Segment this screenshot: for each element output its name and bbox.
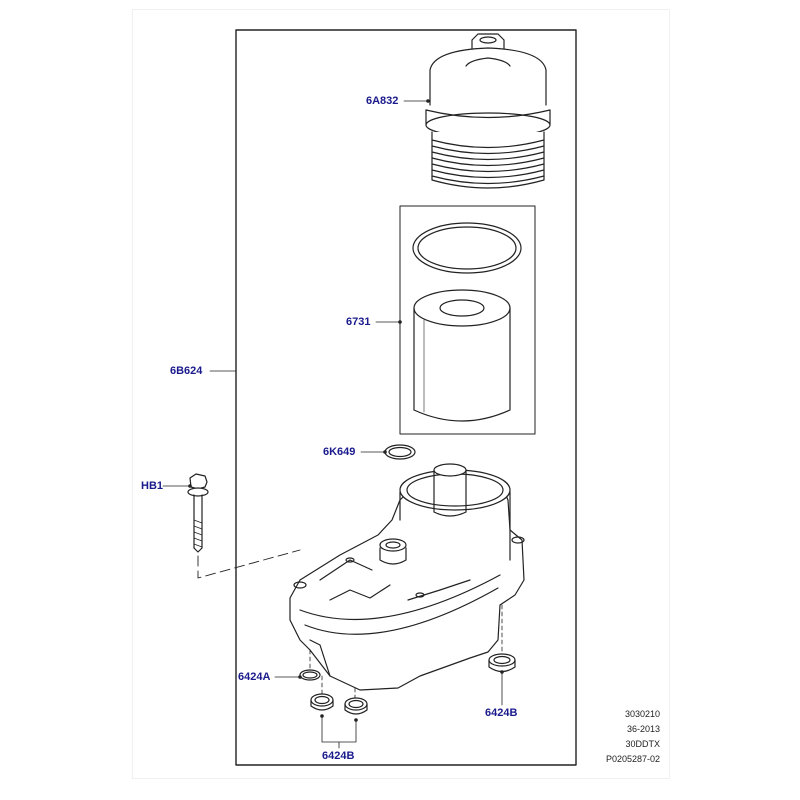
housing-standpipe — [433, 469, 467, 517]
callout-6424b-bottom[interactable]: 6424B — [322, 750, 355, 762]
oil-filter-housing-part — [289, 463, 525, 691]
callout-6731[interactable]: 6731 — [346, 316, 371, 328]
cap-dome — [429, 47, 547, 106]
gasket-6424b-part-3 — [488, 653, 516, 673]
reference-block: 3030210 36-2013 30DDTX P0205287-02 — [590, 709, 660, 769]
callout-6a832[interactable]: 6A832 — [366, 95, 399, 107]
reference-line-3: 30DDTX — [625, 739, 660, 749]
leader-lines — [162, 100, 503, 749]
gasket-6424b-part-1 — [310, 693, 334, 711]
filter-o-ring — [412, 222, 522, 274]
reference-line-4: P0205287-02 — [605, 754, 660, 764]
bolt-part — [187, 473, 209, 553]
filter-element-part — [412, 222, 522, 422]
gasket-6424b-part-2 — [344, 697, 368, 715]
housing-base-block — [289, 474, 525, 691]
filter-element-top — [413, 289, 511, 327]
filter-element-kit-box — [399, 205, 536, 435]
assembly-bracket-line — [235, 29, 577, 766]
callout-6k649[interactable]: 6K649 — [323, 446, 356, 458]
callout-6424b-right[interactable]: 6424B — [485, 707, 518, 719]
seal-ring-part — [384, 444, 416, 460]
callout-hb1[interactable]: HB1 — [141, 480, 164, 492]
gasket-6424a-part — [299, 669, 321, 681]
leader-6424b-bottom — [321, 715, 357, 749]
callout-6424a[interactable]: 6424A — [238, 671, 271, 683]
leader-dots — [188, 99, 504, 722]
filter-cap-part — [425, 33, 551, 189]
reference-line-2: 36-2013 — [626, 724, 660, 734]
callout-6b624[interactable]: 6B624 — [170, 365, 203, 377]
bolt-leader-dashed — [197, 549, 301, 579]
reference-line-1: 3030210 — [624, 709, 660, 719]
